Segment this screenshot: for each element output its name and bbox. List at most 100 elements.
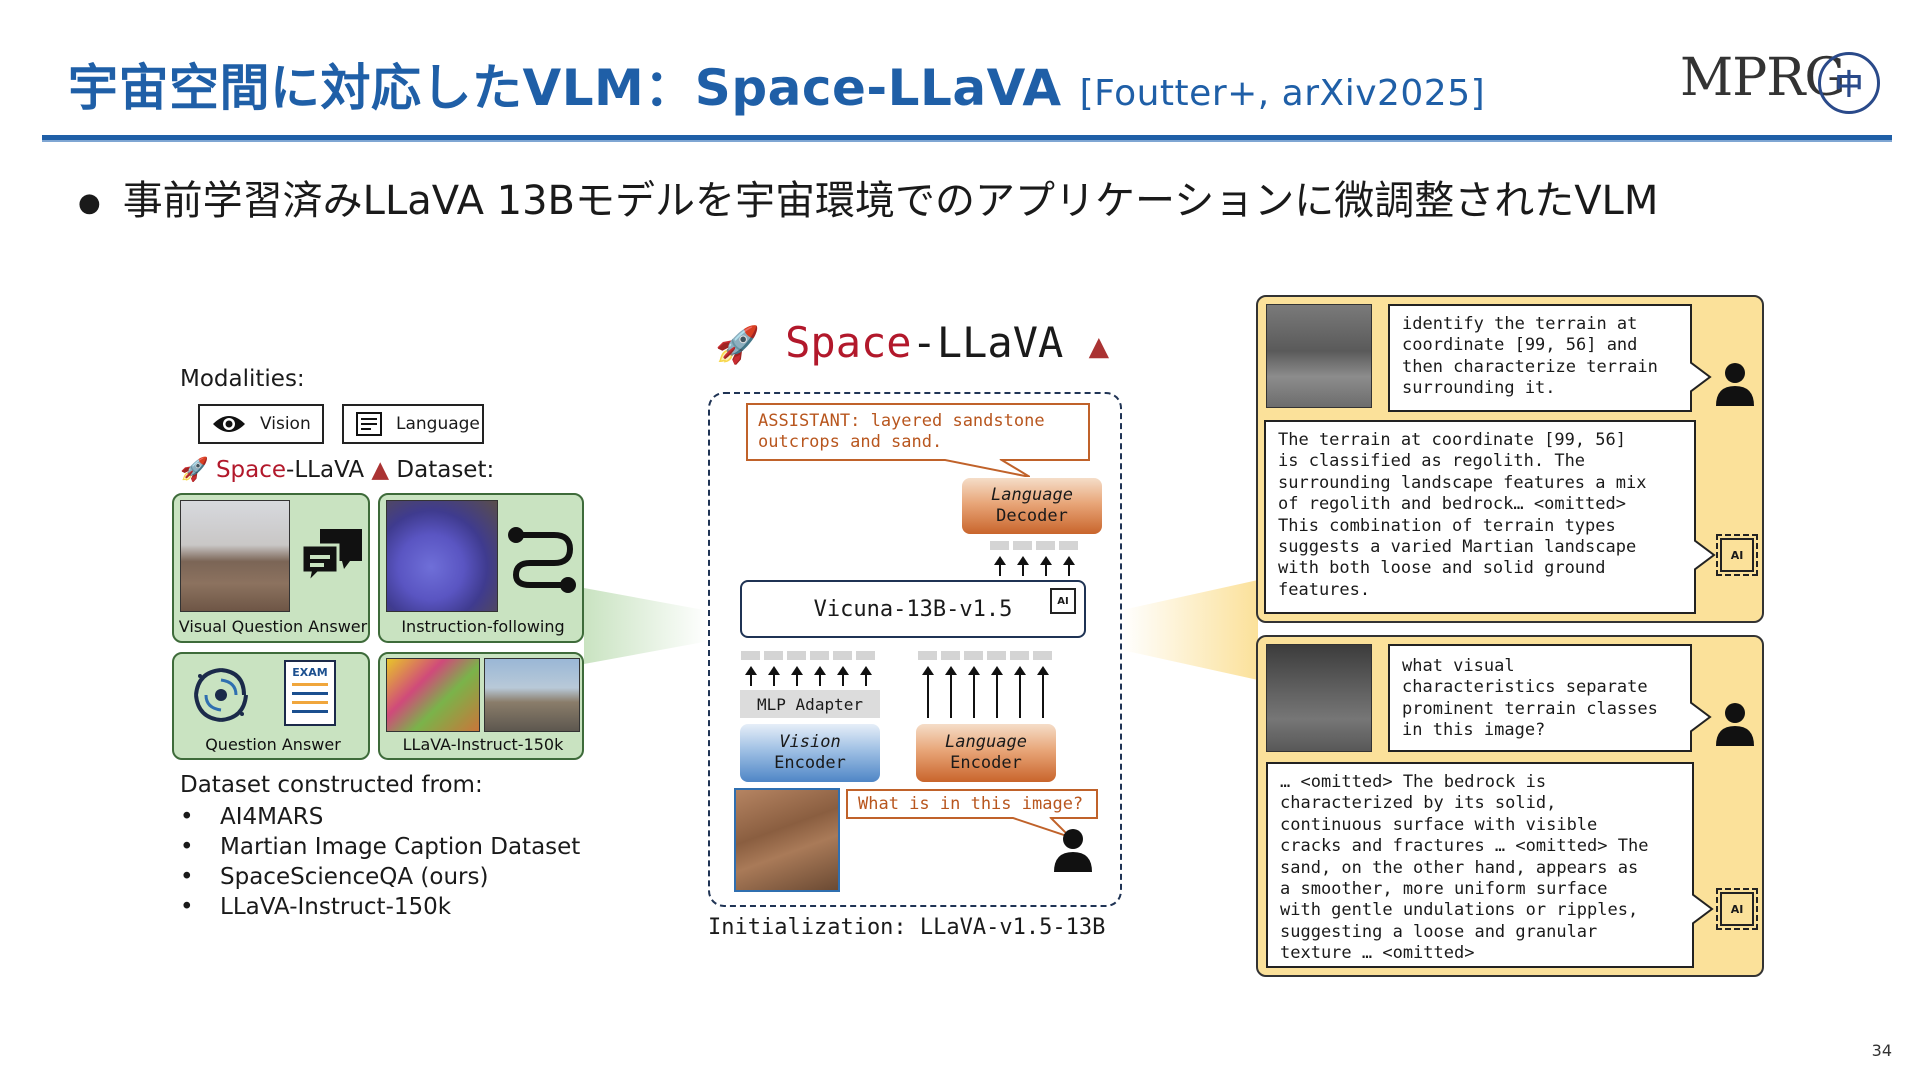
- up-arrow: [1017, 556, 1029, 576]
- chip-label: AI: [1730, 548, 1744, 562]
- vision-encoder-block: Vision Encoder: [740, 724, 880, 782]
- llava-instruct-label: LLaVA-Instruct-150k: [402, 735, 564, 754]
- rocket-icon: 🚀: [180, 457, 209, 483]
- slide-title: 宇宙空間に対応したVLM：Space-LLaVA [Foutter+, arXiv…: [68, 48, 1485, 120]
- dataset-label: Dataset:: [396, 457, 495, 483]
- input-token: [918, 651, 937, 660]
- question-text: What is in this image?: [858, 794, 1084, 814]
- input-token: [764, 651, 783, 660]
- qa-dataset-box: EXAM Question Answer: [172, 652, 370, 760]
- grayscale-rover-image: [1266, 644, 1372, 752]
- ai-chip-icon: AI: [1716, 534, 1758, 576]
- input-token: [856, 651, 875, 660]
- decoder-line2: Decoder: [996, 506, 1068, 526]
- user-icon: [1716, 363, 1754, 406]
- user-icon: [1716, 703, 1754, 746]
- list-item: • Martian Image Caption Dataset: [180, 832, 580, 862]
- input-token: [741, 651, 760, 660]
- volcano-icon: ▲: [371, 457, 390, 483]
- qa-label: Question Answer: [205, 735, 341, 754]
- document-icon: [356, 412, 382, 436]
- input-token: [964, 651, 983, 660]
- vqa-label: Visual Question Answer: [178, 617, 368, 636]
- bullet-dot: •: [180, 834, 194, 860]
- answer-bubble-2: … <omitted> The bedrock is characterized…: [1266, 762, 1694, 968]
- list-item-text: AI4MARS: [220, 804, 324, 830]
- list-item: • AI4MARS: [180, 802, 580, 832]
- mars-terrain-image: [180, 500, 290, 612]
- bullet-dot: •: [180, 864, 194, 890]
- up-arrow: [791, 666, 803, 686]
- dataset-space-word: Space: [215, 457, 287, 483]
- rocket-icon: 🚀: [715, 325, 760, 366]
- architecture-frame: [708, 392, 1122, 907]
- university-seal-icon: 中: [1818, 52, 1880, 114]
- title-text: 宇宙空間に対応したVLM：Space-LLaVA: [68, 59, 1062, 117]
- input-rock-image: [734, 788, 840, 892]
- up-arrow: [1037, 666, 1049, 718]
- language-encoder-block: Language Encoder: [916, 724, 1056, 782]
- eye-icon: [213, 416, 245, 432]
- train-station-image: [484, 658, 580, 732]
- title-llava-word: -LLaVA: [911, 318, 1064, 367]
- chip-label: AI: [1057, 595, 1069, 607]
- language-decoder-block: Language Decoder: [962, 478, 1102, 534]
- language-modality-box: Language: [342, 404, 484, 444]
- vision-enc-line2: Encoder: [774, 753, 846, 773]
- speech-tail: [1690, 702, 1712, 732]
- bubble-tail: [940, 459, 1030, 477]
- list-item: •LLaVA-Instruct-150k: [180, 892, 580, 922]
- volcano-icon: ▲: [1088, 326, 1110, 366]
- input-token: [787, 651, 806, 660]
- instruction-dataset-box: Instruction-following: [378, 493, 584, 643]
- dataset-llava-word: -LLaVA: [286, 457, 365, 483]
- question-bubble-1: identify the terrain at coordinate [99, …: [1388, 304, 1692, 412]
- instruction-label: Instruction-following: [401, 617, 565, 636]
- title-rule-shadow: [42, 140, 1892, 142]
- title-rule: [42, 135, 1892, 140]
- seal-glyph: 中: [1834, 68, 1863, 101]
- list-item-text: SpaceScienceQA (ours): [220, 864, 489, 890]
- up-arrow: [1014, 666, 1026, 718]
- speech-tail: [1692, 894, 1714, 924]
- segmented-terrain-image: [386, 500, 498, 612]
- grayscale-terrain-image: [1266, 304, 1372, 408]
- vision-modality-box: Vision: [198, 404, 324, 444]
- speech-tail: [1694, 540, 1716, 570]
- food-boxes-image: [386, 658, 480, 732]
- mlp-adapter-block: MLP Adapter: [740, 690, 880, 718]
- language-label: Language: [396, 414, 480, 434]
- up-arrow: [994, 556, 1006, 576]
- chat-bubbles-icon: [300, 529, 362, 588]
- list-item-text: Martian Image Caption Dataset: [220, 834, 581, 860]
- dataset-heading: 🚀 Space-LLaVA ▲ Dataset:: [180, 456, 494, 483]
- input-token: [1010, 651, 1029, 660]
- answer-bubble-1: The terrain at coordinate [99, 56] is cl…: [1264, 420, 1696, 614]
- bullet-dot: •: [180, 894, 194, 920]
- vision-enc-line1: Vision: [779, 732, 841, 752]
- input-token: [833, 651, 852, 660]
- input-token: [941, 651, 960, 660]
- user-icon: [1054, 829, 1092, 872]
- citation: [Foutter+, arXiv2025]: [1079, 73, 1486, 114]
- up-arrow: [1063, 556, 1075, 576]
- path-route-icon: [508, 527, 576, 593]
- constructed-from-label: Dataset constructed from:: [180, 772, 483, 798]
- chip-label: AI: [1730, 902, 1744, 916]
- up-arrow: [1040, 556, 1052, 576]
- input-token: [1033, 651, 1052, 660]
- vision-label: Vision: [260, 414, 311, 434]
- bullet-dot-icon: ●: [78, 188, 101, 218]
- space-llava-title: 🚀 Space-LLaVA ▲: [715, 318, 1109, 367]
- up-arrow: [922, 666, 934, 718]
- assistant-response-bubble: ASSISTANT: layered sandstone outcrops an…: [746, 403, 1090, 461]
- llm-label: Vicuna-13B-v1.5: [813, 596, 1013, 622]
- decoder-line1: Language: [991, 485, 1073, 505]
- output-token: [1013, 541, 1032, 550]
- up-arrow: [745, 666, 757, 686]
- up-arrow: [945, 666, 957, 718]
- bullet-dot: •: [180, 804, 194, 830]
- input-token: [987, 651, 1006, 660]
- question-bubble: What is in this image?: [846, 789, 1098, 819]
- bullet-text: 事前学習済みLLaVA 13Bモデルを宇宙環境でのアプリケーションに微調整された…: [122, 178, 1659, 224]
